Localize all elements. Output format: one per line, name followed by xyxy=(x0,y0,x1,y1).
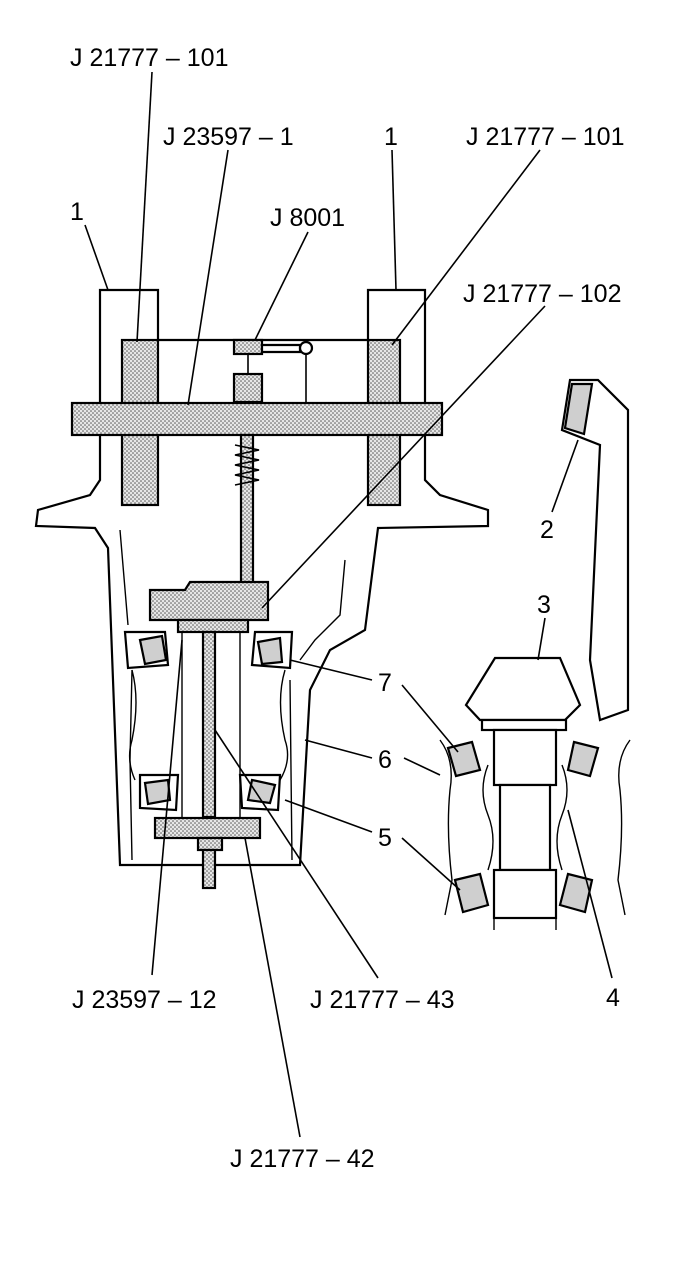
j21777-42-plate xyxy=(153,816,262,840)
leader-lines xyxy=(84,71,613,1138)
label-j23597-12: J 23597 – 12 xyxy=(72,986,217,1014)
leader-j21777-42 xyxy=(244,837,301,1138)
label-callout-6: 6 xyxy=(378,746,392,774)
label-callout-5: 5 xyxy=(378,824,392,852)
label-callout-4: 4 xyxy=(606,984,620,1012)
left-assembly xyxy=(34,288,490,890)
item-4-shaft-mid xyxy=(498,783,552,872)
j8001-indicator-arm xyxy=(260,343,302,354)
item-2-tool-highlight xyxy=(563,382,594,436)
leader-j21777-102 xyxy=(261,305,546,609)
j21777-102-pilot xyxy=(148,580,270,622)
lower-nut xyxy=(196,836,224,852)
leader-1a xyxy=(84,224,109,291)
right-detail xyxy=(439,378,631,930)
leader-1b xyxy=(391,149,397,291)
label-j23597-1: J 23597 – 1 xyxy=(163,123,294,151)
leader-5b xyxy=(401,837,461,891)
j8001-dial-indicator-body xyxy=(232,338,264,356)
leader-5a xyxy=(284,799,373,833)
item-3-cone xyxy=(464,656,582,722)
leader-3 xyxy=(537,617,546,661)
label-j21777-101-b: J 21777 – 101 xyxy=(466,123,624,151)
housing-inner-wall-right xyxy=(279,669,289,781)
item-7-bearing-right xyxy=(566,740,600,778)
pilot-plate xyxy=(176,618,250,634)
label-callout-1a: 1 xyxy=(70,198,84,226)
label-j8001: J 8001 xyxy=(270,204,345,232)
lower-bearing-left-roller xyxy=(143,778,172,806)
leader-j23597-1 xyxy=(187,149,229,406)
leader-6b xyxy=(403,757,441,776)
item-6-case-right xyxy=(617,739,631,916)
leader-j23597-12 xyxy=(151,639,183,976)
leader-4 xyxy=(567,809,613,979)
j21777-43-rod xyxy=(201,630,217,819)
j8001-indicator-tip xyxy=(298,340,314,356)
leader-j21777-43 xyxy=(214,729,379,979)
label-j21777-102: J 21777 – 102 xyxy=(463,280,621,308)
leader-7b xyxy=(401,684,459,753)
label-callout-2: 2 xyxy=(540,516,554,544)
leader-6 xyxy=(304,739,373,759)
lower-threaded-end xyxy=(201,848,217,890)
spindle-spring xyxy=(234,444,260,486)
label-j21777-43: J 21777 – 43 xyxy=(310,986,455,1014)
leader-j21777-101-a xyxy=(136,71,153,343)
item-5-bearing-left xyxy=(453,872,490,914)
item-4-spacer-left xyxy=(482,764,494,871)
leader-2 xyxy=(551,439,579,513)
leader-7a xyxy=(289,659,373,681)
item-3-cone-base xyxy=(480,718,568,732)
labels: J 21777 – 101 J 23597 – 1 1 J 21777 – 10… xyxy=(70,44,624,1173)
label-callout-3: 3 xyxy=(537,591,551,619)
label-callout-7: 7 xyxy=(378,669,392,697)
label-j21777-42: J 21777 – 42 xyxy=(230,1145,375,1173)
item-6-case-left xyxy=(439,739,453,916)
leader-j21777-101-b xyxy=(391,149,541,346)
upper-bearing-right-roller xyxy=(256,636,284,666)
item-4-shaft-lower xyxy=(492,868,558,920)
item-2-tool-handle xyxy=(560,378,630,722)
upper-bearing-left-roller xyxy=(138,634,168,666)
item-4-spacer-right xyxy=(556,764,568,871)
label-j21777-101-a: J 21777 – 101 xyxy=(70,44,228,72)
label-callout-1b: 1 xyxy=(384,123,398,151)
item-4-shaft-upper xyxy=(492,728,558,787)
lower-bearing-right-roller xyxy=(246,778,277,805)
item-5-bearing-right xyxy=(558,872,594,914)
leader-j8001 xyxy=(254,231,309,341)
item-7-bearing-left xyxy=(446,740,482,778)
housing-inner-wall-left xyxy=(128,669,137,781)
j8001-knurled-knob xyxy=(232,372,264,404)
j23597-1-bar xyxy=(70,401,444,437)
